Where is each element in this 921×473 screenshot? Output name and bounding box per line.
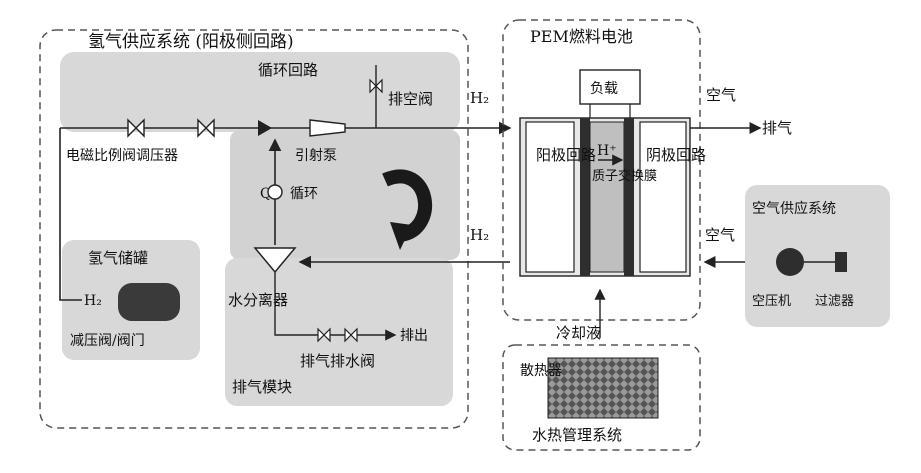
h-plus-label: H⁺ [597,143,617,159]
pressure-regulator-label: 电磁比例阀调压器 [66,148,178,164]
compressor-label: 空压机 [752,294,791,309]
air-supply-title: 空气供应系统 [752,200,836,217]
exhaust-label: 排气 [762,119,792,137]
anode-channel [526,122,574,272]
compressor-icon [776,248,804,276]
pressure-reducer-label: 减压阀/阀门 [70,333,145,349]
thermal-system-title: 水热管理系统 [532,426,622,444]
anode-label: 阳极回路 [536,146,596,164]
filter-label: 过滤器 [815,294,854,309]
cathode-channel [640,122,686,272]
circulation-label: 循环 [290,186,318,202]
water-separator-label: 水分离器 [228,291,288,309]
proton-membrane-label: 质子交换膜 [592,168,657,184]
flow-meter-icon [268,185,282,199]
pem-fuel-cell: PEM燃料电池 负载 阳极回路 质子交换膜 H⁺ 阴极回路 冷却液 [503,20,706,342]
recirculation-loop-label: 循环回路 [258,61,318,79]
recirculation-pump-label: 引射泵 [295,148,337,164]
cathode-label: 阴极回路 [646,146,706,164]
exhaust-module-label: 排气模块 [232,378,292,396]
purge-valve-label: 排空阀 [388,90,433,108]
hydrogen-system-title: 氢气供应系统 (阳极侧回路) [88,32,294,52]
air-supply-system: 空气供应系统 空压机 过滤器 [745,185,890,327]
coolant-label: 冷却液 [556,324,601,342]
load-label: 负载 [590,81,618,97]
fuel-cell-title: PEM燃料电池 [530,27,633,46]
h2-outlet-label: H₂ [470,226,489,244]
air-label: 空气 [706,86,736,104]
h2-inlet-label: H₂ [470,89,489,107]
thermal-management-system: 散热器 水热管理系统 [503,345,700,450]
tank-h2-label: H₂ [84,293,102,309]
drain-valve-label: 排气排水阀 [300,352,375,370]
tank-label: 氢气储罐 [88,249,148,267]
filter-icon [835,252,847,272]
air-inlet-label: 空气 [705,226,735,244]
radiator-icon [548,358,658,418]
hydrogen-tank-icon [118,283,180,321]
hydrogen-supply-system: 氢气供应系统 (阳极侧回路) 循环回路 排空阀 电磁比例阀调压器 引射泵 Q 循… [40,30,510,428]
radiator-label: 散热器 [520,363,562,379]
drain-outlet-label: 排出 [400,328,428,344]
